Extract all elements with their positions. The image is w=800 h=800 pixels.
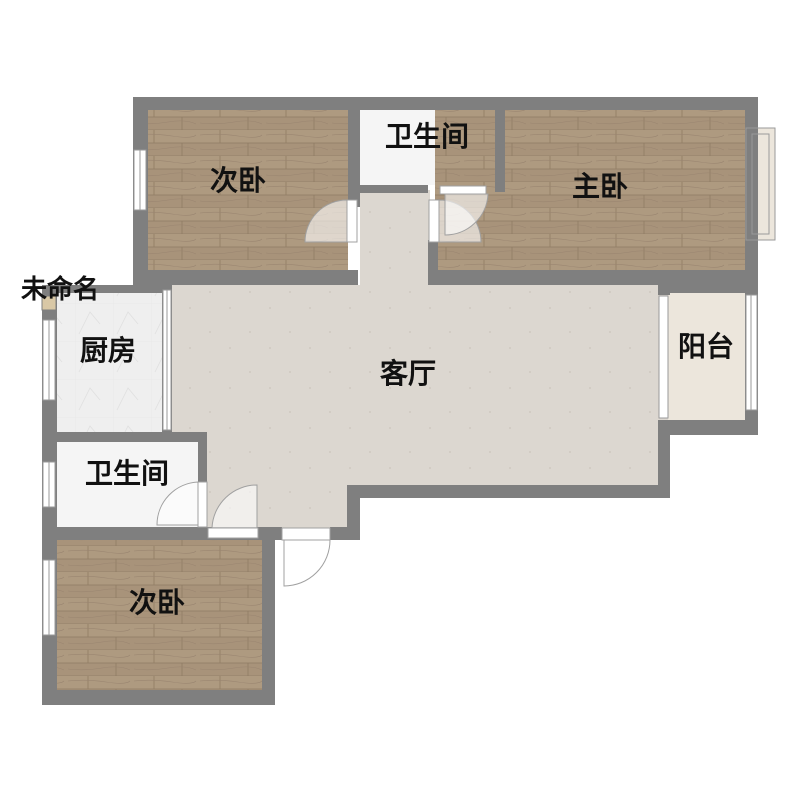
label-bedroom-top-left: 次卧 bbox=[210, 164, 266, 197]
label-master-bedroom: 主卧 bbox=[572, 170, 628, 203]
living-room-floor bbox=[170, 190, 668, 545]
label-bathroom-left: 卫生间 bbox=[85, 457, 169, 490]
balcony-floor bbox=[668, 292, 746, 420]
master-bedroom-floor bbox=[435, 110, 745, 270]
bedroom-top-left-floor bbox=[148, 110, 348, 270]
label-unnamed: 未命名 bbox=[21, 274, 99, 305]
bedroom-bottom-left-floor bbox=[57, 540, 262, 690]
label-kitchen: 厨房 bbox=[80, 334, 136, 367]
label-bedroom-bottom-left: 次卧 bbox=[129, 586, 185, 619]
unnamed-room-marker bbox=[41, 295, 57, 311]
label-bathroom-top: 卫生间 bbox=[385, 120, 469, 153]
label-living-room: 客厅 bbox=[380, 357, 436, 390]
doors bbox=[156, 185, 489, 587]
label-balcony: 阳台 bbox=[678, 330, 734, 363]
kitchen-floor bbox=[57, 292, 165, 432]
windows bbox=[42, 127, 776, 636]
